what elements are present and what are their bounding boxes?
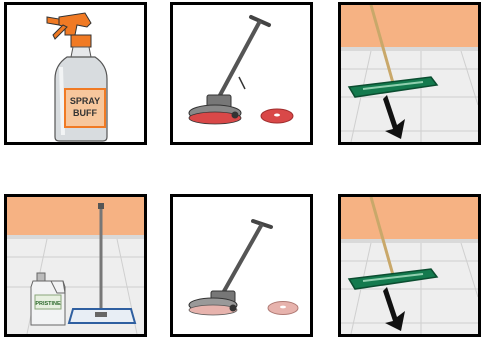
wall — [341, 5, 478, 47]
flat-mop-jug-panel: PRISTINE — [4, 194, 147, 337]
dust-mop-panel-bottom — [338, 194, 481, 337]
bottle-label-line2: BUFF — [73, 108, 97, 118]
dust-mop-panel-top — [338, 2, 481, 145]
dust-mop-illustration — [341, 5, 478, 142]
flat-mop-jug-illustration: PRISTINE — [7, 197, 144, 334]
wall — [7, 197, 144, 235]
floor-buffer-illustration — [173, 5, 310, 142]
spray-bottle-illustration: SPRAY BUFF — [7, 5, 144, 142]
floor-buffer-pink-pad-panel — [170, 194, 313, 337]
floor-buffer-illustration-2 — [173, 197, 310, 334]
spray-nozzle-icon — [59, 13, 91, 35]
spray-buff-panel: SPRAY BUFF — [4, 2, 147, 145]
bottle-label-line1: SPRAY — [70, 96, 100, 106]
dust-mop-illustration-2 — [341, 197, 478, 334]
pink-pad-on-buffer — [189, 305, 237, 315]
floor-buffer-red-pad-panel — [170, 2, 313, 145]
jug-label-text: PRISTINE — [35, 301, 61, 307]
wall — [341, 197, 478, 239]
